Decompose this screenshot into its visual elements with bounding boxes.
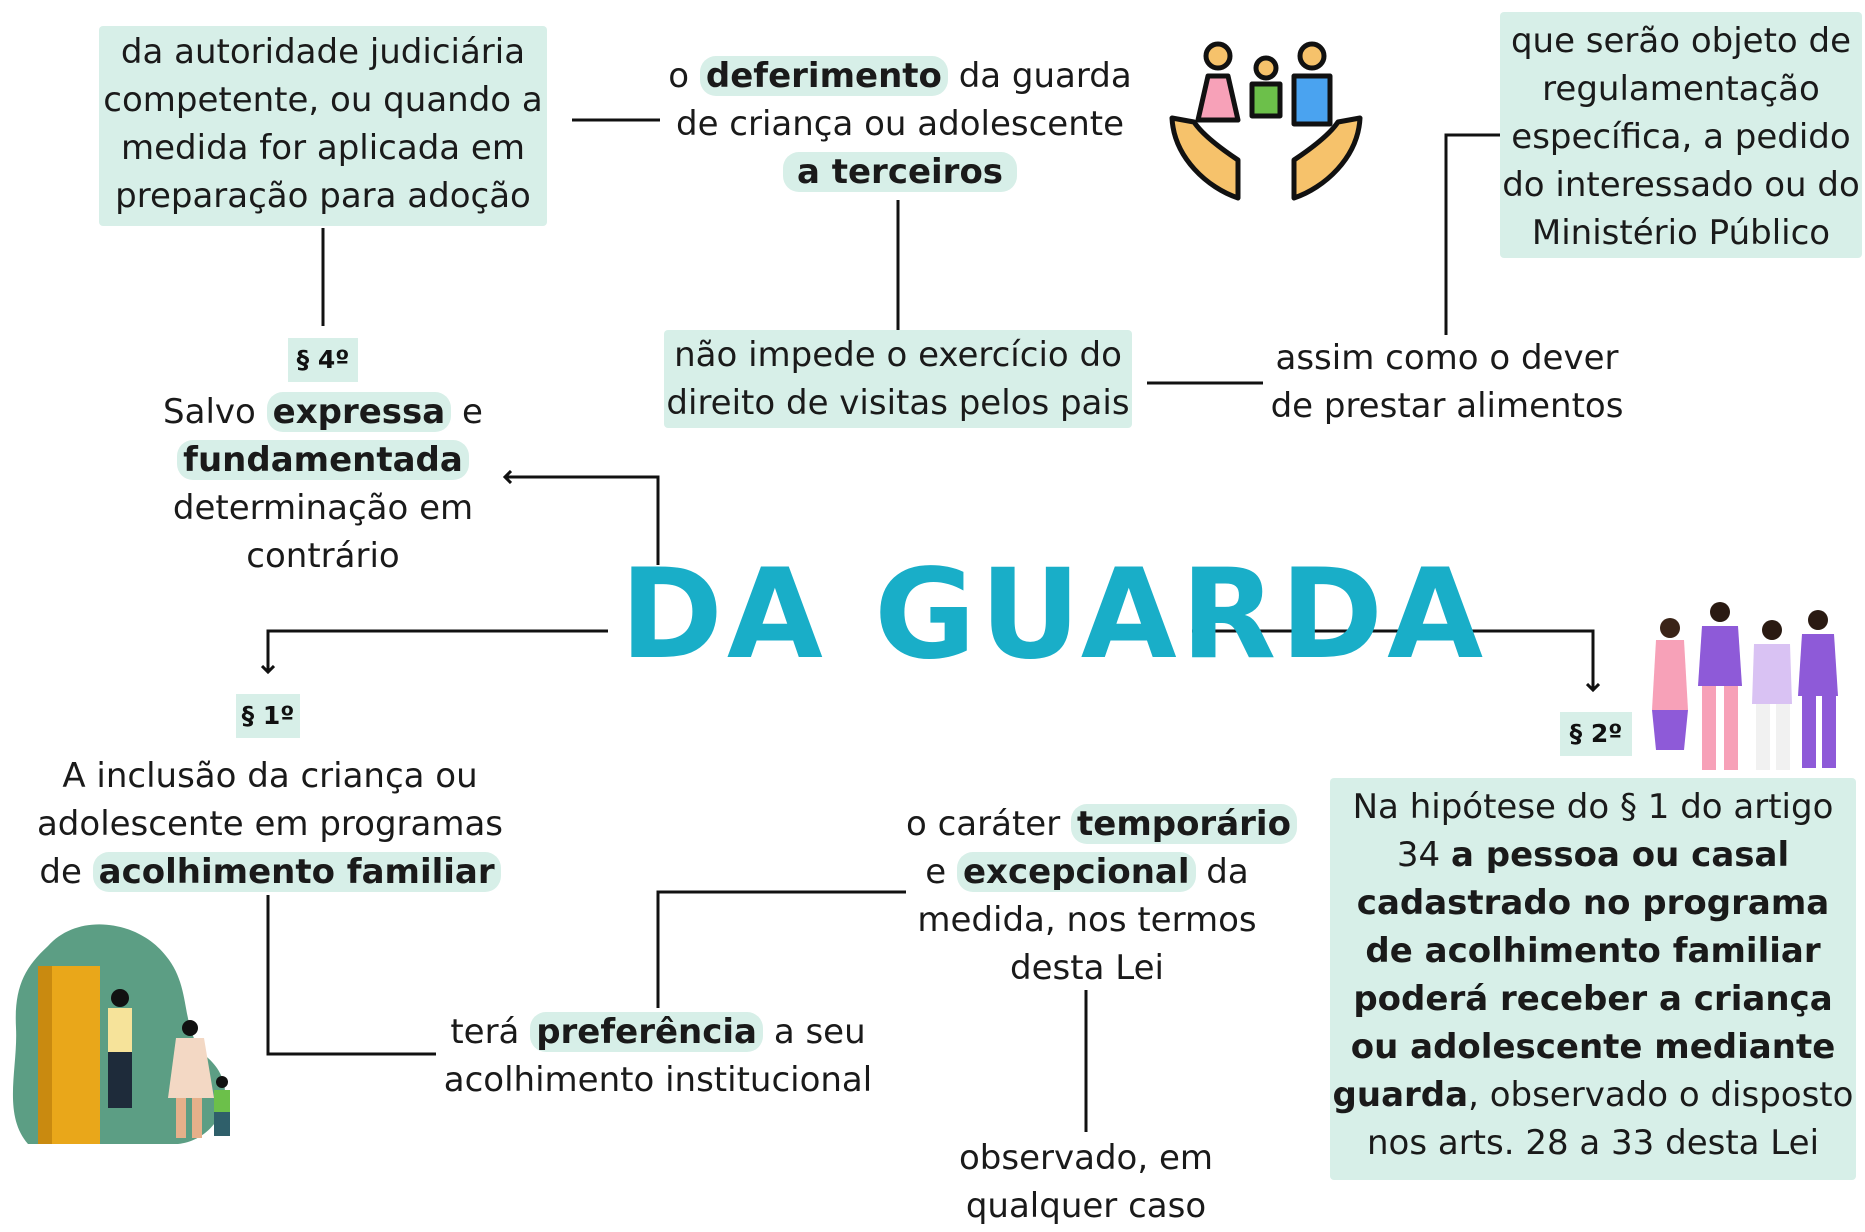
alimentos-line: assim como o dever [1275, 338, 1619, 378]
temporario-pre: o caráter [906, 804, 1071, 844]
visitas-line: direito de visitas pelos pais [666, 383, 1130, 423]
par2-text: Na hipótese do § 1 do artigo 34 a pessoa… [1330, 783, 1856, 1167]
par4-line3: determinação em [172, 488, 474, 528]
par4-badge: § 4º [288, 338, 358, 382]
par2-line1: Na hipótese do § 1 do artigo [1352, 787, 1834, 827]
regulamentacao-text: que serão objeto de regulamentação espec… [1500, 17, 1862, 257]
par4-text: Salvo expressa e fundamentada determinaç… [148, 388, 498, 580]
temporario-post2: da [1195, 852, 1249, 892]
deferimento-line2: de criança ou adolescente [675, 104, 1124, 144]
visitas-line: não impede o exercício do [674, 335, 1122, 375]
page-title: DA GUARDA [620, 543, 1488, 687]
par2-pre2: 34 [1396, 835, 1451, 875]
deferimento-text: o deferimento da guarda de criança ou ad… [660, 52, 1140, 196]
par4-line4: contrário [246, 536, 400, 576]
acolhimento-familiar-bold: acolhimento familiar [92, 852, 501, 892]
autoridade-line: competente, ou quando a [103, 80, 543, 120]
temporario-text: o caráter temporário e excepcional da me… [906, 800, 1297, 992]
autoridade-box [99, 26, 547, 226]
regulamentacao-box [1500, 12, 1862, 258]
par2-bold: poderá receber a criança [1353, 979, 1833, 1019]
par1-line1: A inclusão da criança ou [62, 756, 478, 796]
par2-badge: § 2º [1560, 712, 1632, 756]
fundamentada-bold: fundamentada [177, 440, 469, 480]
temporario-line3: medida, nos termos [917, 900, 1257, 940]
temporario-line4: desta Lei [1010, 948, 1164, 988]
visitas-box [664, 330, 1132, 428]
observado-line: qualquer caso [965, 1186, 1207, 1226]
par2-bold: ou adolescente mediante [1350, 1027, 1836, 1067]
temporario-pre2: e [925, 852, 957, 892]
autoridade-line: da autoridade judiciária [120, 32, 526, 72]
regulamentacao-line: Ministério Público [1531, 213, 1831, 253]
regulamentacao-line: que serão objeto de [1510, 21, 1852, 61]
regulamentacao-line: regulamentação [1542, 69, 1820, 109]
par1-pre3: de [39, 852, 93, 892]
par2-line8: nos arts. 28 a 33 desta Lei [1366, 1123, 1820, 1163]
preferencia-line2: acolhimento institucional [443, 1060, 873, 1100]
observado-line: observado, em [959, 1138, 1213, 1178]
par2-bold: guarda [1332, 1075, 1469, 1115]
par1-line2: adolescente em programas [36, 804, 504, 844]
preferencia-text: terá preferência a seu acolhimento insti… [440, 1008, 876, 1104]
alimentos-text: assim como o dever de prestar alimentos [1263, 334, 1631, 430]
preferencia-post: a seu [763, 1012, 866, 1052]
terceiros-bold: a terceiros [782, 152, 1018, 192]
regulamentacao-line: específica, a pedido [1511, 117, 1851, 157]
preferencia-bold: preferência [530, 1012, 764, 1052]
alimentos-line: de prestar alimentos [1270, 386, 1624, 426]
excepcional-bold: excepcional [956, 852, 1196, 892]
people-group-icon [1652, 602, 1838, 770]
par2-post7: , observado o disposto [1468, 1075, 1854, 1115]
autoridade-line: preparação para adoção [115, 176, 531, 216]
deferimento-bold: deferimento [699, 56, 948, 96]
par2-bold: de acolhimento familiar [1365, 931, 1821, 971]
par2-bold: a pessoa ou casal [1450, 835, 1790, 875]
door-family-icon [12, 924, 230, 1144]
par4-pre: Salvo [163, 392, 267, 432]
visitas-text: não impede o exercício do direito de vis… [664, 331, 1132, 427]
observado-text: observado, em qualquer caso [936, 1134, 1236, 1230]
par2-box [1330, 778, 1856, 1180]
par4-mid: e [451, 392, 483, 432]
autoridade-line: medida for aplicada em [121, 128, 525, 168]
temporario-bold: temporário [1071, 804, 1297, 844]
autoridade-text: da autoridade judiciária competente, ou … [99, 28, 547, 220]
par1-text: A inclusão da criança ou adolescente em … [30, 752, 510, 896]
deferimento-pre: o [668, 56, 700, 96]
deferimento-mid: da guarda [947, 56, 1132, 96]
regulamentacao-line: do interessado ou do [1502, 165, 1860, 205]
preferencia-pre: terá [450, 1012, 531, 1052]
par1-badge: § 1º [236, 694, 300, 738]
expressa-bold: expressa [266, 392, 452, 432]
par2-bold: cadastrado no programa [1356, 883, 1830, 923]
family-hands-icon [1169, 41, 1363, 201]
